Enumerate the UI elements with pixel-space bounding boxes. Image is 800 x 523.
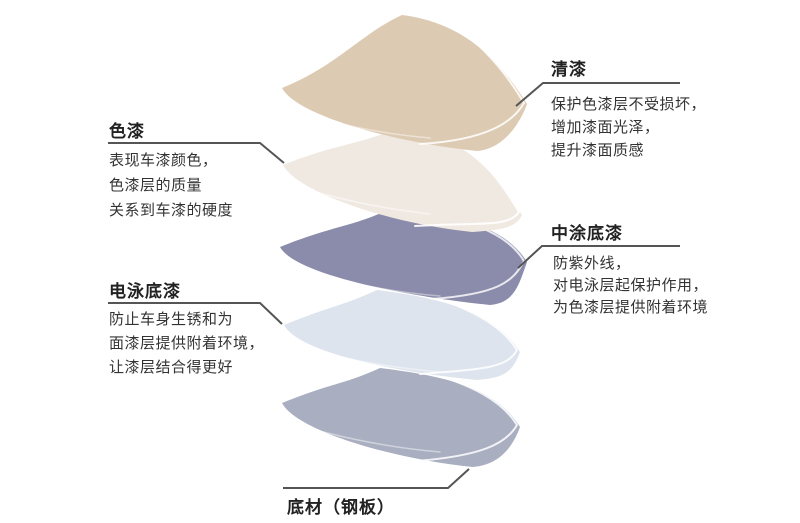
eprimer-label-block: 电泳底漆 [109, 277, 181, 302]
midcoat-desc-block: 防紫外线， 对电泳层起保护作用， 为色漆层提供附着环境 [553, 252, 708, 318]
midcoat-label-block: 中涂底漆 [551, 219, 623, 244]
eprimer-desc-block: 防止车身生锈和为 面漆层提供附着环境， 让漆层结合得更好 [109, 307, 264, 379]
basecoat-desc-block: 表现车漆颜色， 色漆层的质量 关系到车漆的硬度 [109, 148, 233, 223]
leader-line-substrate [283, 468, 470, 489]
basecoat-title: 色漆 [109, 122, 145, 142]
basecoat-inner-line [302, 187, 431, 215]
leader-line-midcoat [517, 245, 680, 269]
eprimer-desc-line: 防止车身生锈和为 [109, 310, 234, 328]
eprimer-sheet [284, 290, 520, 380]
leader-line-basecoat [108, 142, 285, 164]
eprimer-title: 电泳底漆 [109, 282, 181, 302]
leader-line-eprimer [108, 302, 283, 325]
clearcoat-desc-line: 提升漆面质感 [551, 141, 645, 159]
midcoat-inner-line [299, 269, 441, 297]
clearcoat-desc-block: 保护色漆层不受损坏， 增加漆面光泽， 提升漆面质感 [551, 93, 706, 162]
eprimer-desc-line: 让漆层结合得更好 [109, 358, 234, 376]
basecoat-desc-line: 色漆层的质量 [109, 176, 203, 194]
midcoat-desc-line: 防紫外线， [553, 254, 631, 272]
clearcoat-sheet [282, 15, 527, 151]
midcoat-desc-line: 为色漆层提供附着环境 [553, 298, 709, 316]
layer-shape-clearcoat [282, 15, 527, 151]
basecoat-desc-line: 表现车漆颜色， [109, 151, 218, 169]
basecoat-label-block: 色漆 [109, 117, 145, 142]
clearcoat-desc-line: 增加漆面光泽， [551, 118, 660, 136]
substrate-highlight [415, 373, 519, 462]
eprimer-desc-line: 面漆层提供附着环境， [109, 334, 265, 352]
eprimer-inner-line [303, 347, 441, 373]
clearcoat-highlight [419, 21, 526, 145]
clearcoat-label-block: 清漆 [551, 55, 587, 80]
clearcoat-desc-line: 保护色漆层不受损坏， [551, 95, 707, 113]
eprimer-highlight [419, 295, 519, 375]
midcoat-title: 中涂底漆 [551, 224, 623, 244]
midcoat-sheet [280, 210, 527, 305]
substrate-title: 底材（钢板） [287, 498, 395, 518]
basecoat-desc-line: 关系到车漆的硬度 [109, 201, 234, 219]
substrate-sheet [282, 368, 520, 467]
clearcoat-title: 清漆 [551, 60, 587, 80]
layer-shape-eprimer [284, 290, 520, 380]
substrate-inner-line [301, 425, 441, 453]
leader-line-clearcoat [515, 82, 680, 107]
basecoat-sheet [283, 127, 522, 232]
clearcoat-inner-line [299, 111, 431, 139]
layer-shape-substrate [282, 368, 520, 467]
midcoat-desc-line: 对电泳层起保护作用， [553, 276, 709, 294]
